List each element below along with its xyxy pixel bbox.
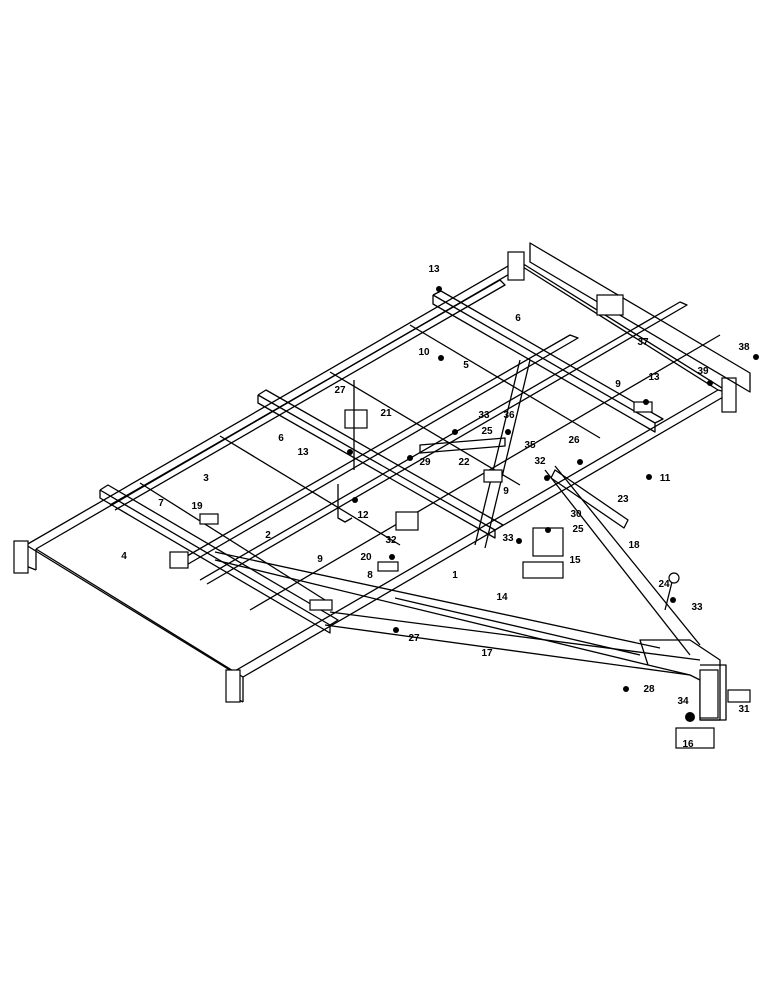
callout-label: 25 — [572, 524, 584, 535]
callout-label: 32 — [534, 456, 546, 467]
callout-label: 31 — [738, 704, 750, 715]
callout-label: 23 — [617, 494, 629, 505]
callout-label: 13 — [297, 447, 309, 458]
callout-label: 36 — [503, 410, 515, 421]
callout-label: 4 — [121, 551, 127, 562]
callout-label: 10 — [418, 347, 430, 358]
rear-plate — [529, 242, 751, 393]
callout-label: 26 — [568, 435, 580, 446]
callout-label: 18 — [628, 540, 640, 551]
hitch-tongue — [214, 359, 727, 721]
callout-label: 27 — [408, 633, 420, 644]
callout-label: 25 — [481, 426, 493, 437]
callout-label: 19 — [191, 501, 203, 512]
callout-label: 8 — [367, 570, 373, 581]
callout-label: 32 — [385, 535, 397, 546]
callout-label: 3 — [203, 473, 209, 484]
callout-label: 1 — [452, 570, 458, 581]
callout-label: 21 — [380, 408, 392, 419]
callout-label: 14 — [496, 592, 508, 603]
callout-label: 33 — [478, 410, 490, 421]
callout-label: 6 — [278, 433, 284, 444]
callout-label: 38 — [738, 342, 750, 353]
callout-label: 34 — [677, 696, 689, 707]
callout-label: 2 — [265, 530, 271, 541]
callout-label: 13 — [428, 264, 440, 275]
callout-label: 30 — [570, 509, 582, 520]
frame-drawing — [13, 242, 759, 749]
callout-label: 9 — [615, 379, 621, 390]
callout-label: 7 — [158, 498, 164, 509]
callout-label: 16 — [682, 739, 694, 750]
callout-label: 13 — [648, 372, 660, 383]
callout-label: 6 — [515, 313, 521, 324]
callout-label: 5 — [463, 360, 469, 371]
callout-label: 39 — [697, 366, 709, 377]
callout-label: 35 — [524, 440, 536, 451]
cross-tubes — [25, 261, 731, 678]
frame-rails — [25, 261, 731, 703]
callout-label: 22 — [458, 457, 470, 468]
callout-label: 11 — [660, 473, 671, 484]
fasteners — [347, 286, 759, 722]
callout-label: 33 — [502, 533, 514, 544]
callout-label: 33 — [691, 602, 703, 613]
callout-label: 9 — [317, 554, 323, 565]
callout-label: 12 — [357, 510, 369, 521]
angle-irons — [99, 290, 664, 634]
callout-label: 17 — [481, 648, 493, 659]
callout-label: 29 — [419, 457, 431, 468]
callout-labels: 1234566789991011121313131415161718192021… — [121, 264, 750, 750]
callout-label: 9 — [503, 486, 509, 497]
callout-label: 24 — [658, 579, 670, 590]
end-plates — [13, 251, 737, 703]
callout-label: 20 — [360, 552, 372, 563]
small-brackets — [169, 380, 751, 749]
callout-label: 28 — [643, 684, 655, 695]
callout-label: 37 — [637, 337, 649, 348]
callout-label: 27 — [334, 385, 346, 396]
callout-label: 15 — [569, 555, 581, 566]
